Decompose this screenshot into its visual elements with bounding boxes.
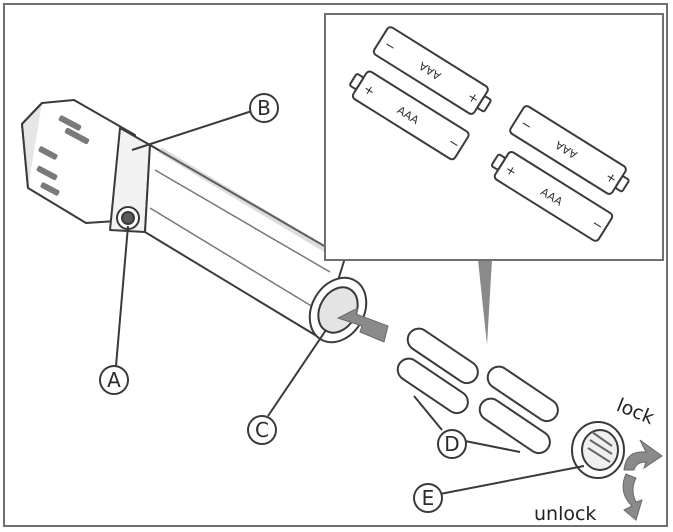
loose-batteries bbox=[396, 327, 559, 455]
inset-battery: + − AAA bbox=[349, 70, 470, 161]
flashlight-head-vents bbox=[36, 115, 90, 196]
inset-battery: + − AAA bbox=[490, 151, 614, 242]
loose-battery bbox=[406, 327, 479, 385]
end-cap bbox=[571, 421, 625, 479]
battery-orientation-inset: − + AAA + − AAA − + AAA bbox=[324, 13, 664, 345]
callout-c-label: C bbox=[255, 418, 269, 442]
callout-c: C bbox=[247, 329, 327, 445]
power-button bbox=[116, 206, 140, 230]
callout-d: D bbox=[413, 395, 521, 459]
callout-a-label: A bbox=[107, 368, 121, 392]
insert-direction-arrow bbox=[336, 307, 389, 343]
unlock-arrow-icon bbox=[622, 473, 643, 521]
flashlight bbox=[21, 99, 368, 344]
callout-b: B bbox=[131, 93, 279, 151]
callout-a: A bbox=[99, 225, 129, 395]
callout-d-label: D bbox=[444, 432, 459, 456]
inset-pointer bbox=[478, 260, 492, 345]
lock-label: lock bbox=[613, 394, 657, 429]
diagram-frame bbox=[3, 3, 668, 527]
loose-battery bbox=[478, 397, 551, 455]
inset-battery: − + AAA bbox=[509, 105, 630, 195]
callout-b-label: B bbox=[257, 96, 271, 120]
loose-battery bbox=[396, 357, 469, 415]
loose-battery bbox=[486, 365, 559, 423]
callout-e: E bbox=[413, 465, 585, 513]
lock-arrow-icon bbox=[623, 439, 663, 471]
callout-e-label: E bbox=[422, 486, 435, 510]
inset-battery: − + AAA bbox=[372, 26, 492, 115]
rotation-arrows bbox=[622, 439, 663, 521]
unlock-label: unlock bbox=[534, 503, 596, 525]
